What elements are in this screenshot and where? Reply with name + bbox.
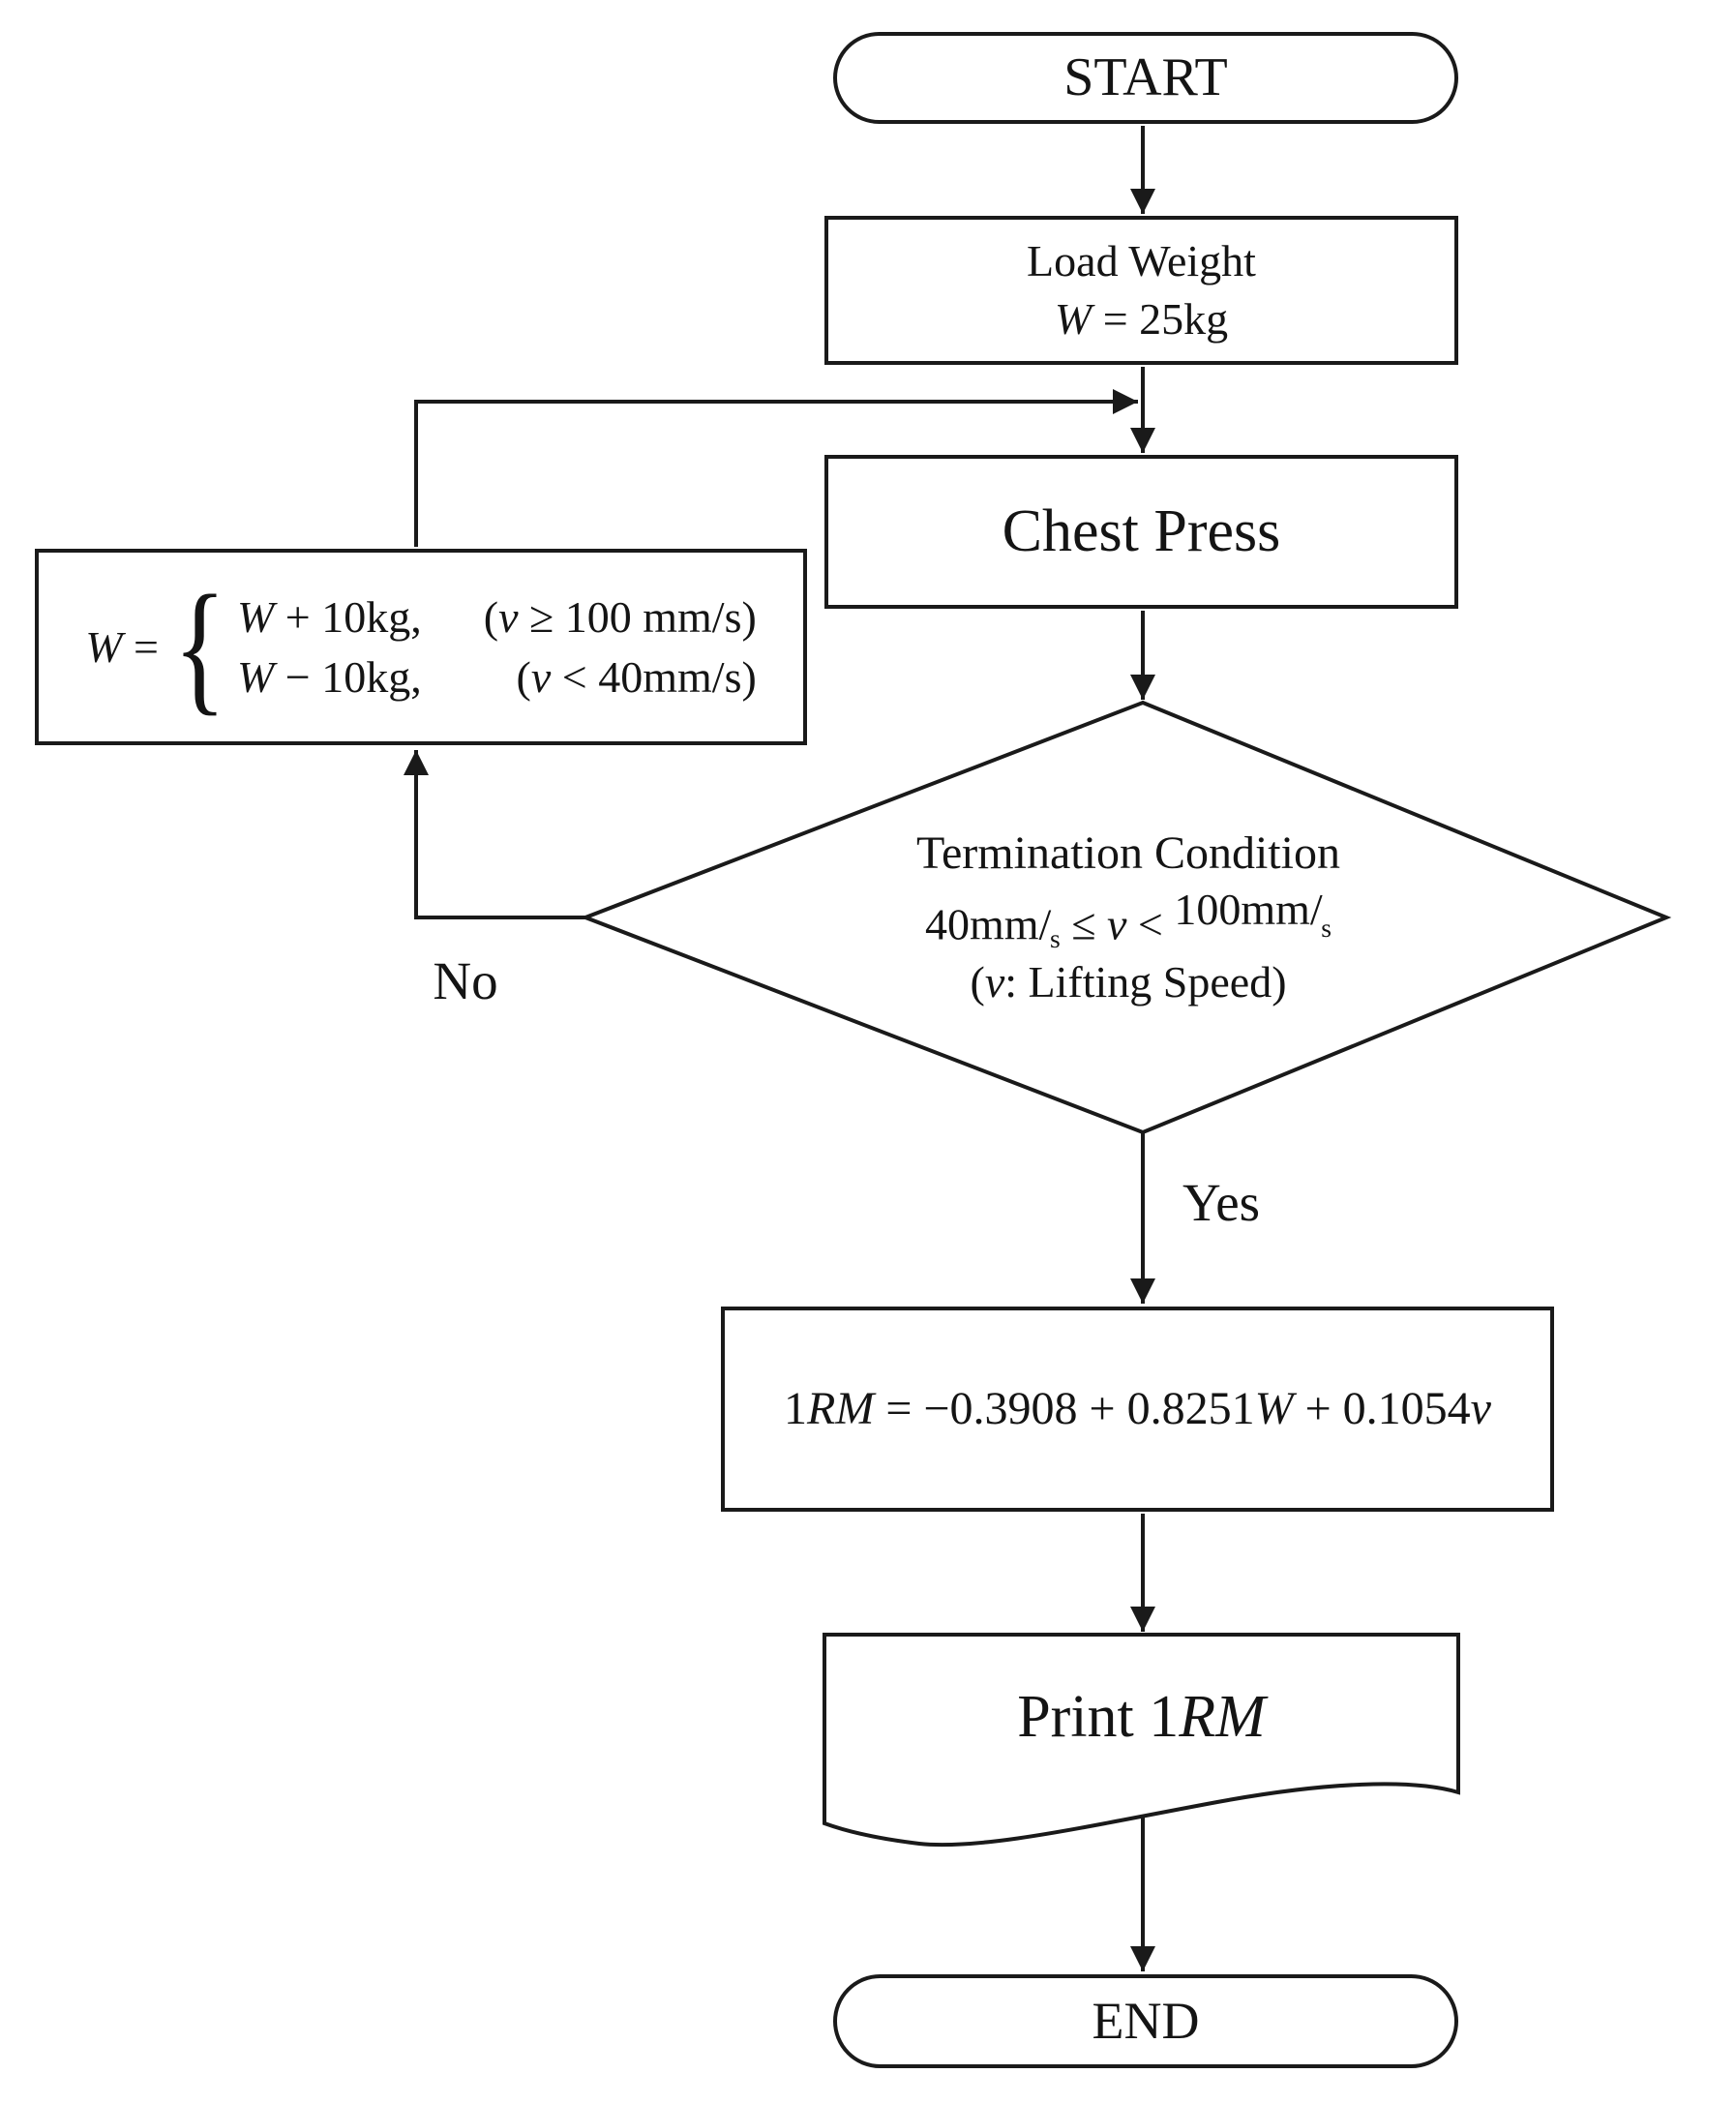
node-chest-press: Chest Press <box>824 455 1458 609</box>
formula-line: 1RM = −0.3908 + 0.8251W + 0.1054v <box>784 1379 1491 1439</box>
weight-update-lhs: W = <box>85 618 159 676</box>
case2-cond-rest: < 40mm/s) <box>551 651 757 702</box>
decision-left-sub: s <box>1049 923 1061 954</box>
node-weight-update: W = { W + 10kg, (v ≥ 100 mm/s) W − 10kg,… <box>35 549 807 745</box>
case2-condition: (v < 40mm/s) <box>484 648 757 706</box>
case1-cond-var: v <box>498 591 519 642</box>
formula-mid: = −0.3908 + 0.8251 <box>874 1382 1255 1434</box>
case1-condition: (v ≥ 100 mm/s) <box>484 588 757 646</box>
node-start: START <box>833 32 1458 124</box>
formula-w: W <box>1254 1382 1294 1434</box>
case1-var: W <box>236 591 275 642</box>
case2-paren: ( <box>516 651 531 702</box>
case1-expression: W + 10kg, <box>237 588 422 646</box>
node-load-weight: Load Weight W = 25kg <box>824 216 1458 365</box>
edge-label-no: No <box>398 950 533 1012</box>
case2-var: W <box>236 651 275 702</box>
end-label: END <box>1092 1992 1200 2051</box>
decision-right-num: 100mm/ <box>1174 884 1323 934</box>
case1-cond-rest: ≥ 100 mm/s) <box>518 591 757 642</box>
load-weight-line1: Load Weight <box>1027 236 1256 286</box>
load-weight-value: = 25kg <box>1092 294 1229 344</box>
chest-press-label: Chest Press <box>1002 498 1281 565</box>
print-label: Print 1RM <box>824 1639 1458 1794</box>
print-text: Print 1RM <box>1017 1681 1266 1753</box>
document-shape <box>823 1633 1460 1848</box>
load-weight-line2: W = 25kg <box>1055 290 1228 348</box>
decision-line3: (v: Lifting Speed) <box>970 955 1286 1009</box>
case-brace: { <box>173 565 226 729</box>
weight-update-lhs-w: W <box>85 621 123 672</box>
edge-update-loop-to-mainline <box>414 389 1138 547</box>
decision-right-group: 100mm/s <box>1174 884 1332 944</box>
decision-var-v: v <box>1106 899 1127 949</box>
start-label: START <box>1063 47 1228 108</box>
weight-update-cases: W + 10kg, (v ≥ 100 mm/s) W − 10kg, (v < … <box>237 588 757 706</box>
node-formula: 1RM = −0.3908 + 0.8251W + 0.1054v <box>721 1307 1554 1512</box>
edge-label-yes: Yes <box>1153 1172 1289 1234</box>
formula-rm: RM <box>807 1382 875 1434</box>
print-rm: RM <box>1179 1683 1266 1750</box>
decision-le: ≤ <box>1060 899 1107 949</box>
decision-label: Termination Condition 40mm/s ≤ v < 100mm… <box>693 825 1564 1010</box>
decision-line3-v: v <box>984 956 1005 1007</box>
decision-line3-rest: : Lifting Speed) <box>1004 956 1287 1007</box>
case2-expression: W − 10kg, <box>237 648 422 706</box>
decision-left-num: 40mm/ <box>924 899 1052 949</box>
decision-lt: < <box>1126 899 1175 949</box>
decision-line2: 40mm/s ≤ v < 100mm/s <box>925 883 1332 955</box>
case1-expr-rest: + 10kg, <box>274 591 422 642</box>
load-weight-var: W <box>1054 294 1092 344</box>
decision-line1: Termination Condition <box>916 827 1340 880</box>
edge-decision-no-to-update <box>404 750 585 919</box>
decision-paren: ( <box>970 956 985 1007</box>
formula-one: 1 <box>784 1382 808 1434</box>
case2-expr-rest: − 10kg, <box>274 651 422 702</box>
case1-paren: ( <box>483 591 499 642</box>
no-text: No <box>433 951 498 1010</box>
weight-update-lhs-eq: = <box>122 621 159 672</box>
formula-mid2: + 0.1054 <box>1293 1382 1471 1434</box>
case2-cond-var: v <box>530 651 552 702</box>
decision-right-sub: s <box>1321 913 1332 944</box>
yes-text: Yes <box>1182 1173 1261 1232</box>
node-end: END <box>833 1974 1458 2068</box>
formula-v: v <box>1470 1382 1491 1434</box>
print-prefix: Print 1 <box>1017 1683 1180 1750</box>
